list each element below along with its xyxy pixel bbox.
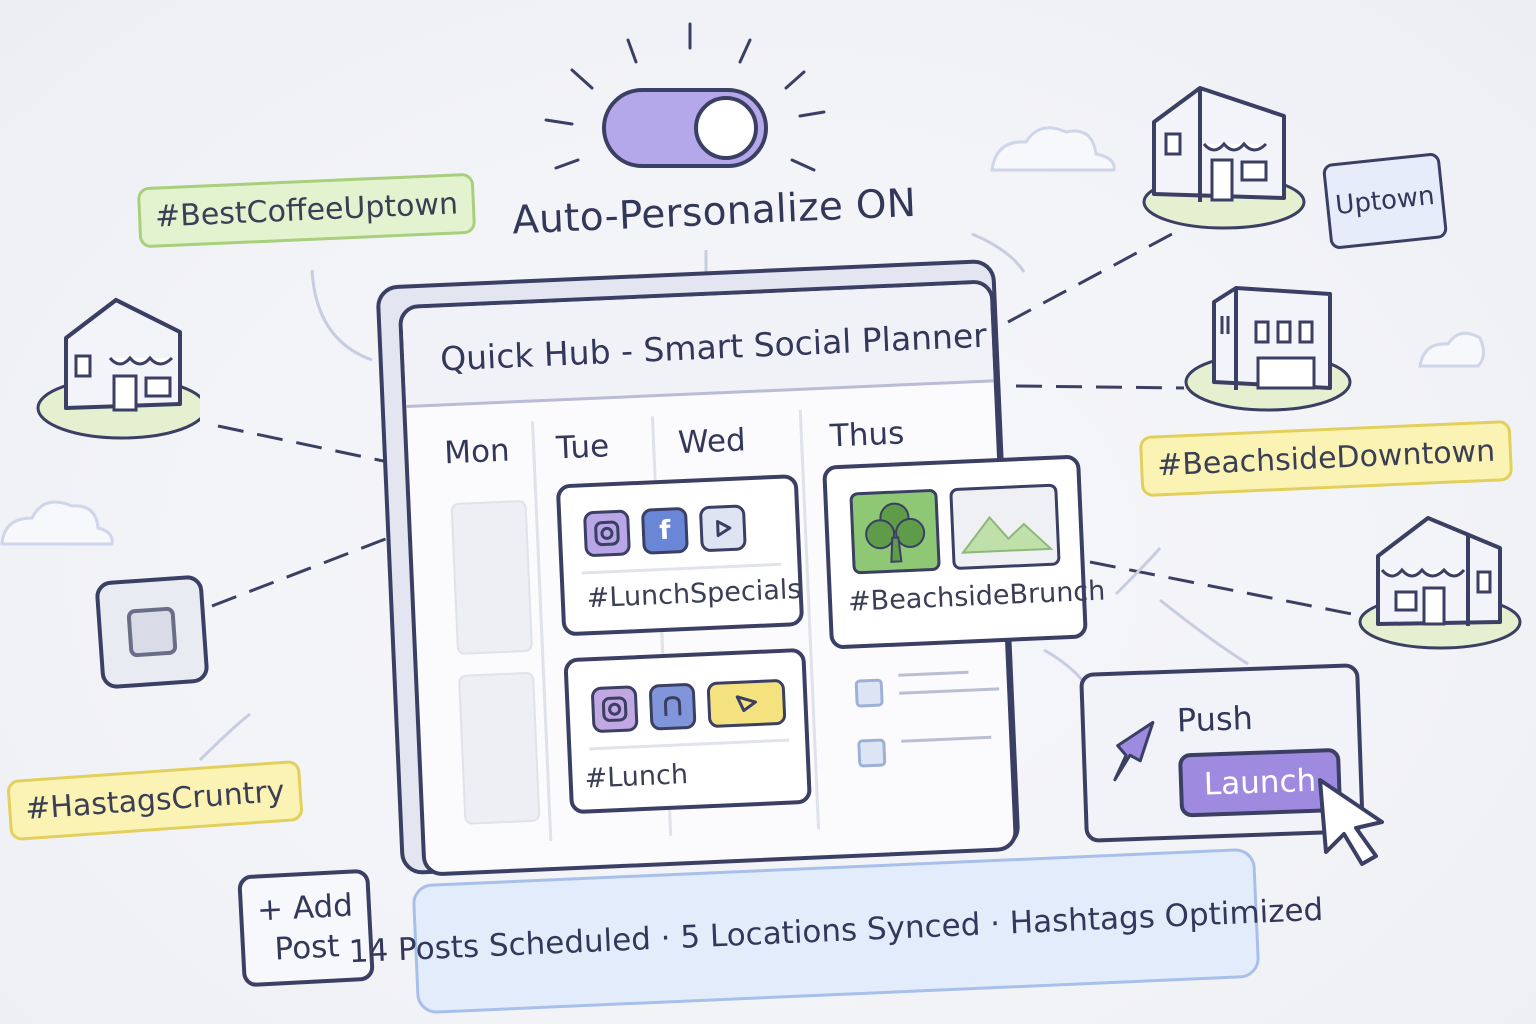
status-banner: 14 Posts Scheduled · 5 Locations Synced … [348, 847, 1324, 1015]
day-header-wed[interactable]: Wed [677, 422, 747, 462]
post-card-lunch-specials[interactable]: f #LunchSpecials [555, 473, 805, 637]
auto-personalize-toggle-wrap [556, 42, 826, 202]
store-location-top-right[interactable] [1138, 82, 1308, 232]
post-hashtag: #BeachsideBrunch [847, 575, 1106, 618]
clover-image-thumbnail [849, 488, 941, 575]
office-building-icon [1184, 286, 1352, 412]
post-hashtag: #Lunch [583, 759, 689, 795]
storefront-icon [36, 297, 208, 440]
post-card-lunch[interactable]: #Lunch [563, 647, 812, 815]
storefront-icon [1358, 516, 1522, 650]
mouse-cursor-icon [1318, 778, 1384, 866]
nfc-device-icon[interactable] [94, 574, 210, 690]
card-divider [589, 738, 790, 751]
task-line [901, 735, 992, 743]
planner-window: Quick Hub - Smart Social Planner Mon Tue… [397, 279, 1019, 877]
post-card-beachside-brunch[interactable]: #BeachsideBrunch [822, 454, 1106, 650]
instagram-icon [590, 685, 639, 734]
megaphone-icon [706, 678, 787, 729]
store-location-lower-right[interactable] [1356, 512, 1526, 662]
task-line [899, 687, 1000, 695]
toggle-knob [694, 96, 758, 160]
store-location-middle-right[interactable] [1184, 282, 1354, 432]
uptown-location-sign: Uptown [1321, 152, 1449, 250]
day-header-thus[interactable]: Thus [829, 415, 906, 455]
task-checkbox[interactable] [857, 738, 887, 768]
landscape-image-thumbnail [949, 483, 1061, 571]
post-hashtag: #LunchSpecials [586, 573, 802, 615]
storefront-icon [1142, 86, 1306, 230]
hashtag-chip-coffee-uptown[interactable]: #BestCoffeeUptown [136, 172, 477, 249]
planner-title-bar: Quick Hub - Smart Social Planner [401, 283, 994, 408]
day-header-mon[interactable]: Mon [443, 432, 511, 472]
hashtag-chip-country[interactable]: #HastagsCruntry [6, 759, 304, 842]
video-play-icon [698, 504, 747, 553]
card-divider [581, 562, 782, 575]
push-panel: Push Launch [1079, 663, 1365, 843]
store-location-left[interactable] [30, 292, 208, 442]
task-checkbox[interactable] [854, 678, 884, 708]
auto-personalize-toggle[interactable] [602, 88, 768, 168]
instagram-icon [582, 509, 631, 558]
push-label: Push [1176, 698, 1254, 740]
planner-title: Quick Hub - Smart Social Planner [439, 315, 988, 379]
facebook-icon: f [640, 506, 689, 555]
nfc-device-inner [126, 606, 178, 658]
calendar-slot-empty[interactable] [450, 499, 534, 656]
calendar-slot-empty[interactable] [457, 671, 541, 825]
day-header-tue[interactable]: Tue [555, 428, 610, 467]
status-text: 14 Posts Scheduled · 5 Locations Synced … [348, 891, 1324, 971]
messenger-icon [648, 682, 697, 731]
task-line [898, 670, 969, 677]
add-post-label-line1: + Add [256, 887, 354, 929]
rocket-icon [1113, 720, 1155, 782]
